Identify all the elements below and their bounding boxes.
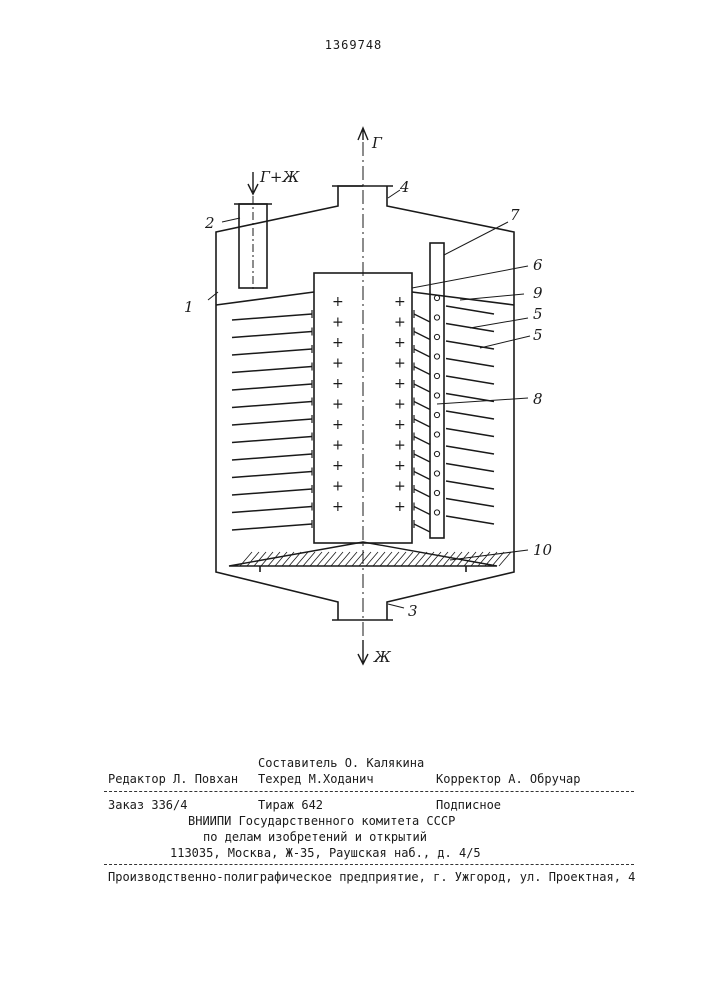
editor-line: Редактор Л. Повхан <box>108 772 238 786</box>
org-line-1: ВНИИПИ Государственного комитета СССР <box>188 814 455 828</box>
subscription-line: Подписное <box>436 798 501 812</box>
corrector-line: Корректор А. Обручар <box>436 772 581 786</box>
techred-line: Техред М.Ходанич <box>258 772 374 786</box>
order-line: Заказ 336/4 <box>108 798 187 812</box>
divider <box>104 864 634 865</box>
divider <box>104 791 634 792</box>
address-line: 113035, Москва, Ж-35, Раушская наб., д. … <box>170 846 481 860</box>
compiler-line: Составитель О. Калякина <box>258 756 424 770</box>
org-line-2: по делам изобретений и открытий <box>203 830 427 844</box>
printer-line: Производственно-полиграфическое предприя… <box>108 870 635 884</box>
print-run-line: Тираж 642 <box>258 798 323 812</box>
